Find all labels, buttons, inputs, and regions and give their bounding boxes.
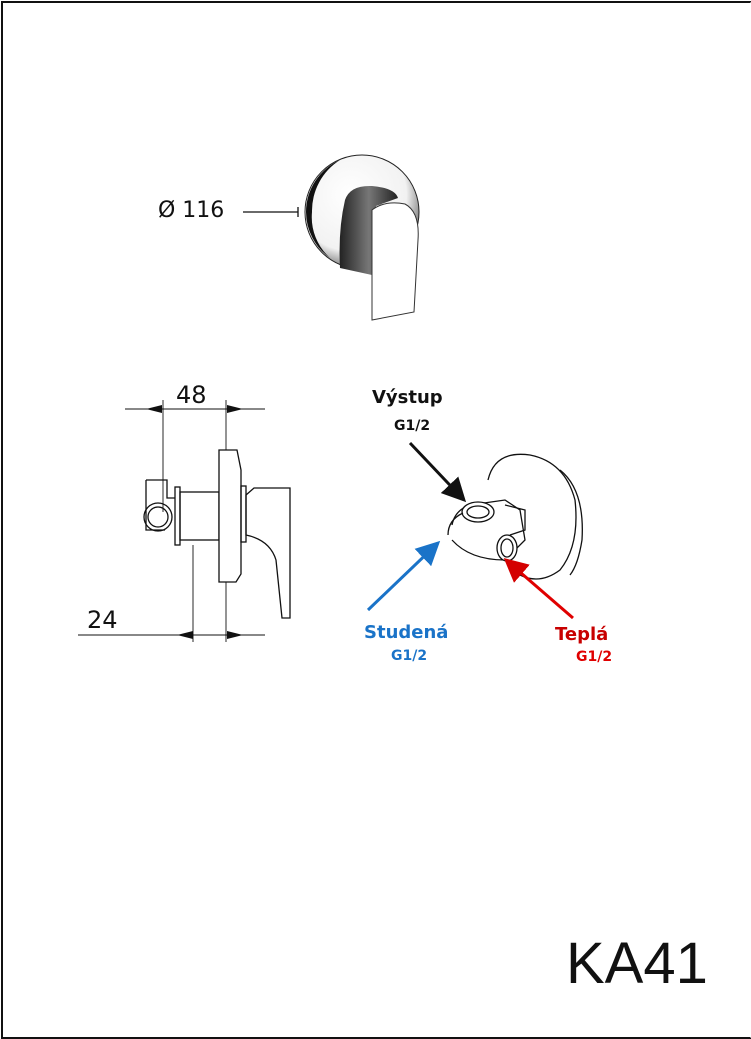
depth-dimension: 48: [176, 381, 207, 409]
diameter-dimension: Ø 116: [158, 198, 225, 223]
hot-arrow: [503, 558, 574, 620]
cold-thread: G1/2: [391, 648, 428, 664]
mixer-side-view: [78, 400, 291, 642]
outlet-arrow: [408, 441, 467, 503]
hot-label: Teplá: [555, 624, 609, 645]
model-code: KA41: [566, 931, 708, 996]
mixer-body-isometric: [447, 453, 583, 580]
cold-label: Studená: [364, 622, 449, 643]
outlet-thread: G1/2: [394, 418, 431, 434]
cold-arrow: [366, 540, 441, 612]
offset-dimension: 24: [87, 606, 118, 634]
hot-thread: G1/2: [576, 649, 613, 665]
outlet-label: Výstup: [372, 387, 443, 408]
mixer-front-render: [243, 154, 420, 321]
